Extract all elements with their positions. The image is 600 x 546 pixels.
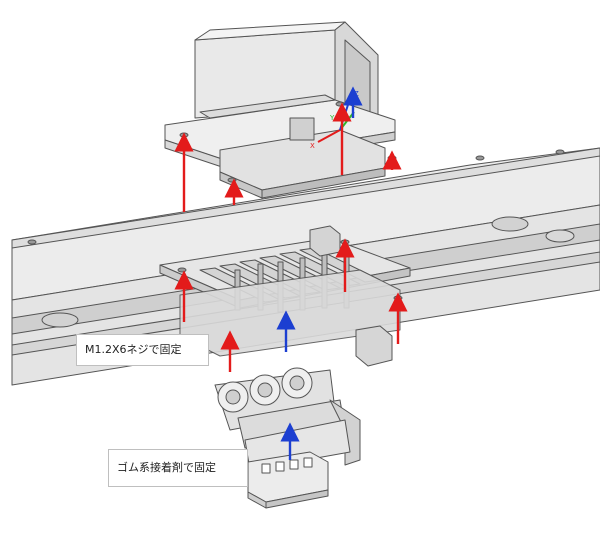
- top-bracket: [164, 21, 397, 199]
- blue-arrows: [276, 86, 363, 460]
- axis-z-label: Z: [354, 90, 359, 98]
- bottom-connector: [247, 451, 329, 509]
- callout-glue-fixing: ゴム系接着剤で固定: [108, 449, 248, 487]
- red-arrows: [174, 102, 408, 372]
- axis-x-label: X: [310, 142, 315, 150]
- axis-y-label: Y: [329, 114, 335, 122]
- roller-module: [214, 367, 361, 471]
- callout-screw-fixing: M1.2X6ネジで固定: [76, 334, 209, 366]
